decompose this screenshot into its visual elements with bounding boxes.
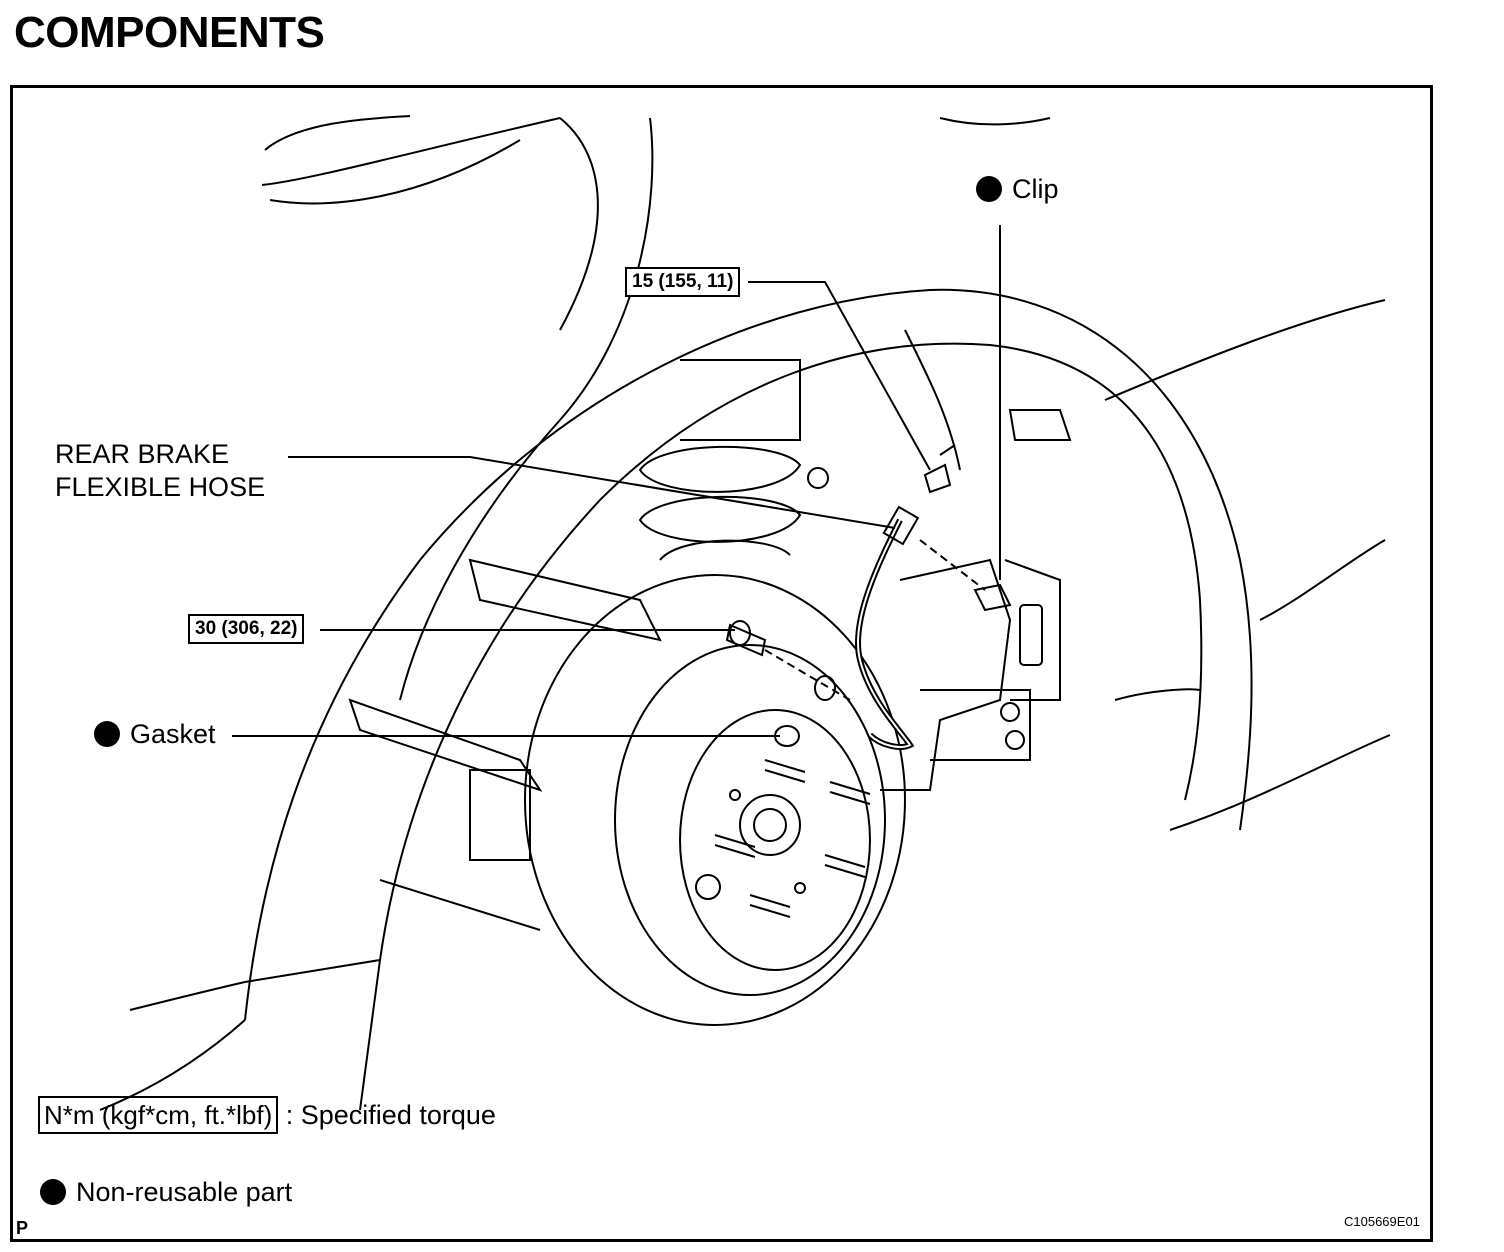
- torque-spec-lower: 30 (306, 22): [188, 614, 305, 644]
- corner-mark: P: [16, 1218, 29, 1238]
- non-reusable-dot-icon: [94, 721, 120, 747]
- non-reusable-dot-icon: [40, 1179, 66, 1205]
- hose-label-line2: FLEXIBLE HOSE: [55, 472, 266, 502]
- legend-torque-text: : Specified torque: [285, 1100, 496, 1130]
- legend-nonreusable: Non-reusable part: [40, 1175, 292, 1209]
- page-title: COMPONENTS: [14, 8, 325, 57]
- legend-torque-units: N*m (kgf*cm, ft.*lbf): [38, 1096, 279, 1134]
- hose-label-line1: REAR BRAKE: [55, 439, 230, 469]
- torque-spec-upper: 15 (155, 11): [625, 267, 741, 297]
- legend-torque: N*m (kgf*cm, ft.*lbf) : Specified torque: [38, 1096, 496, 1134]
- clip-label: Clip: [976, 172, 1059, 206]
- diagram-frame: [10, 85, 1433, 1242]
- non-reusable-dot-icon: [976, 176, 1002, 202]
- figure-code: C105669E01: [1344, 1214, 1420, 1229]
- gasket-label: Gasket: [94, 717, 216, 751]
